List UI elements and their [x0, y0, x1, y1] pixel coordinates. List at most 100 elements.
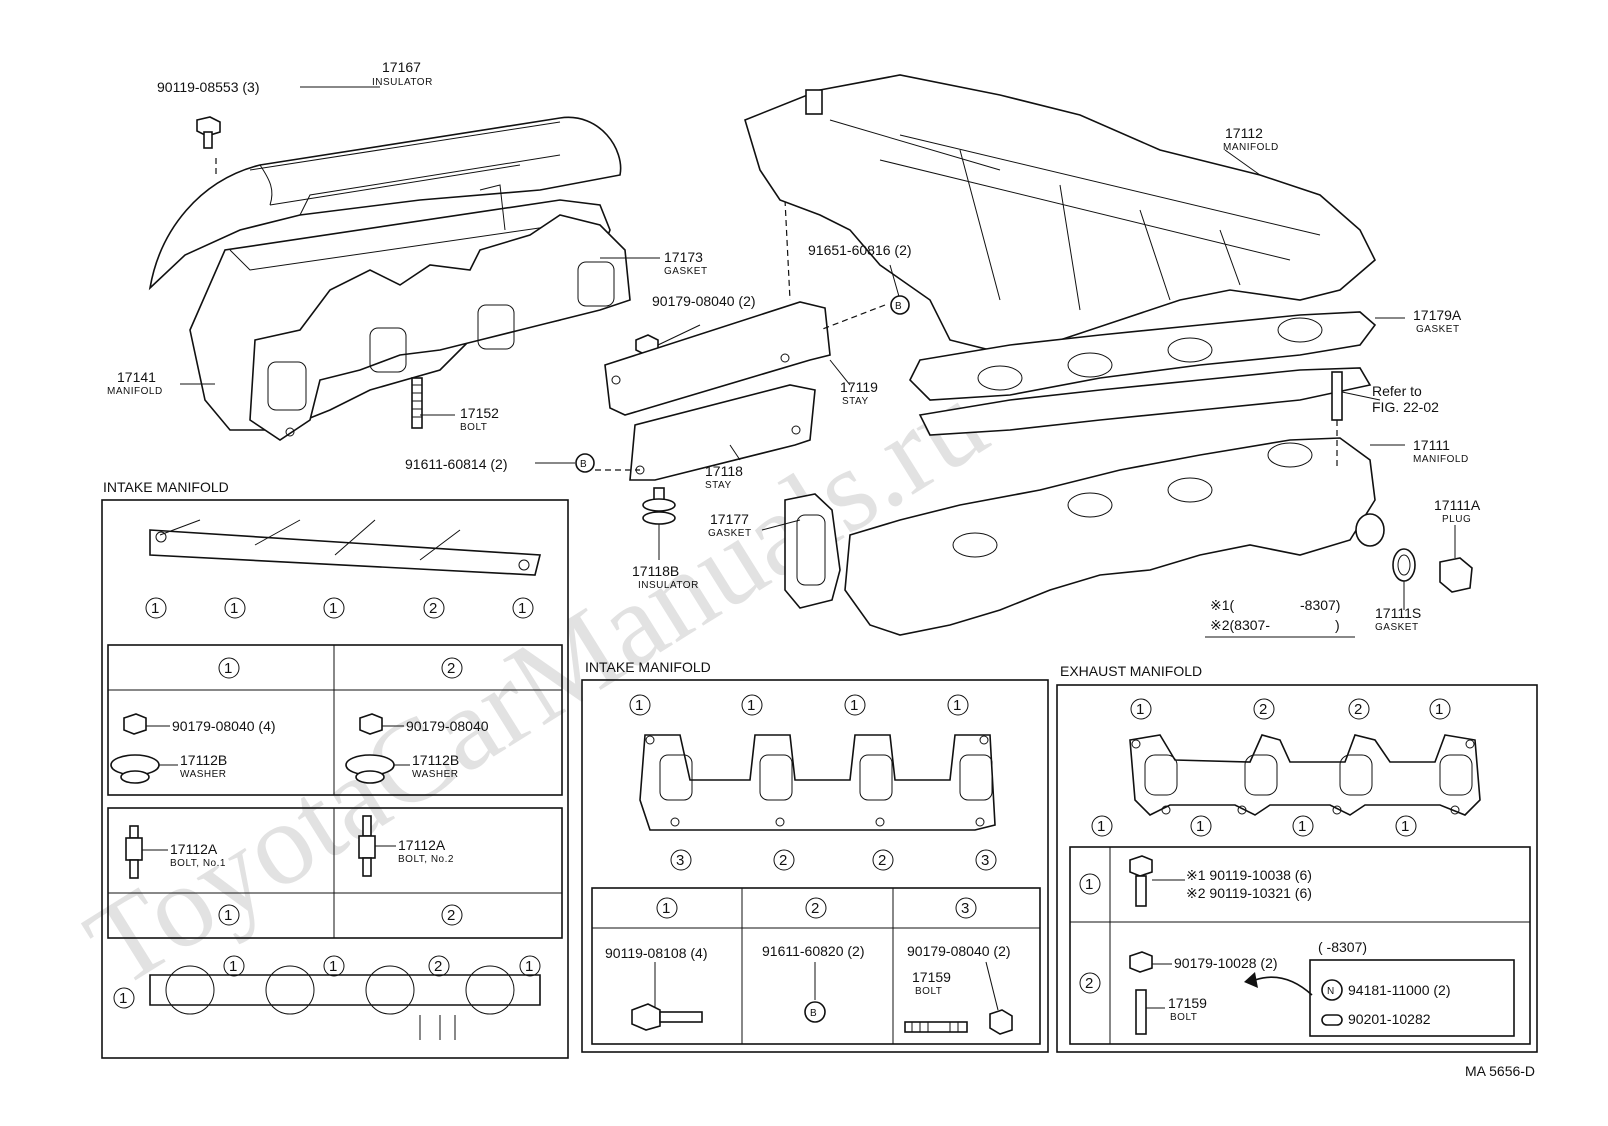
svg-text:1: 1	[1097, 818, 1105, 835]
arrow-head-icon	[1244, 972, 1258, 988]
svg-text:3: 3	[676, 852, 684, 869]
panel-mid-bottom-markers: 3 2 2 3	[670, 849, 997, 871]
panel-left-c1-stud-num: 17112A	[170, 841, 218, 857]
svg-text:1: 1	[329, 600, 337, 617]
svg-text:1: 1	[1196, 818, 1204, 835]
panel-left-c1-washer-num: 17112B	[180, 752, 227, 768]
label-91611-60814: 91611-60814 (2)	[405, 456, 507, 472]
svg-text:1: 1	[230, 600, 238, 617]
label-17173-num: 17173	[664, 249, 703, 265]
label-90119-08553: 90119-08553 (3)	[157, 79, 259, 95]
footer-code: MA 5656-D	[1465, 1063, 1535, 1079]
label-17111-num: 17111	[1413, 437, 1450, 453]
panel-left-foot-1: 1	[224, 907, 232, 924]
svg-text:1: 1	[525, 958, 533, 975]
insulator-17118b-drawing	[642, 487, 676, 525]
svg-text:2: 2	[779, 852, 787, 869]
svg-text:1: 1	[151, 600, 159, 617]
stay-17119-drawing	[604, 199, 831, 416]
panel-left-c1-washer-name: WASHER	[180, 769, 227, 780]
svg-text:1: 1	[518, 600, 526, 617]
panel-left-top-markers: 1 1 1 2 1	[145, 597, 534, 619]
circle-b-marker-upper: B	[890, 295, 910, 315]
arrow-icon	[1254, 976, 1313, 996]
panel-left-c1-stud-name: BOLT, No.1	[170, 858, 226, 869]
svg-text:1: 1	[1136, 701, 1144, 718]
panel-mid-c3-bolt-num: 17159	[912, 969, 951, 985]
label-17111a-name: PLUG	[1442, 514, 1471, 525]
panel-left-c2-stud-name: BOLT, No.2	[398, 854, 454, 865]
panel-mid-head-3: 3	[961, 900, 969, 917]
panel-mid-gasket	[639, 734, 996, 831]
label-17141-num: 17141	[117, 369, 156, 385]
panel-left-c2-bolt: 90179-08040	[406, 718, 489, 734]
panel-right-r2-nut: 90179-10028 (2)	[1174, 955, 1278, 971]
panel-left-foot-2: 2	[447, 907, 455, 924]
panel-right-r2-n-part: 94181-11000 (2)	[1348, 982, 1450, 998]
panel-right-frame	[1056, 684, 1538, 1053]
gasket-17177-drawing	[784, 493, 841, 609]
panel-left-gasket-top	[149, 519, 542, 576]
label-17111a-num: 17111A	[1434, 497, 1481, 513]
svg-text:1: 1	[747, 697, 755, 714]
label-17179a-num: 17179A	[1413, 307, 1462, 323]
label-17177-name: GASKET	[708, 528, 752, 539]
label-17118-name: STAY	[705, 480, 732, 491]
panel-mid-top-markers: 1 1 1 1	[629, 694, 969, 716]
label-17118b-num: 17118B	[632, 563, 679, 579]
svg-text:1: 1	[229, 958, 237, 975]
label-17112-num: 17112	[1225, 125, 1263, 141]
insulator-17167-drawing	[148, 116, 622, 291]
stud-17112a-no1-drawing	[125, 825, 168, 879]
svg-text:2: 2	[429, 600, 437, 617]
stud-17159-right-drawing	[1135, 989, 1165, 1035]
panel-right-row-1: 1	[1085, 876, 1093, 893]
svg-text:3: 3	[981, 852, 989, 869]
panel-mid-c3-part: 90179-08040 (2)	[907, 943, 1011, 959]
bolt-90119-08553-drawing	[196, 116, 221, 149]
panel-left-head-1: 1	[224, 660, 232, 677]
svg-text:2: 2	[1354, 701, 1362, 718]
label-17111-name: MANIFOLD	[1413, 454, 1469, 465]
svg-text:1: 1	[635, 697, 643, 714]
stud-17159-mid-drawing	[904, 1021, 968, 1033]
gasket-17173-drawing	[249, 214, 631, 441]
nut-90179-10028-drawing	[1129, 951, 1172, 973]
panel-right-subbox	[1309, 959, 1515, 1037]
bolt-90119-08108-drawing	[631, 962, 703, 1031]
panel-right-r1-b: ※2 90119-10321 (6)	[1186, 885, 1312, 901]
panel-mid-head-1: 1	[662, 900, 670, 917]
bolt-90179-08040-a-drawing	[123, 713, 170, 735]
svg-text:1: 1	[329, 958, 337, 975]
label-17167-name: INSULATOR	[372, 77, 433, 88]
svg-text:B: B	[580, 459, 587, 470]
panel-right-r1-a: ※1 90119-10038 (6)	[1186, 867, 1312, 883]
washer-17112b-a-drawing	[110, 754, 178, 784]
legend-range-1: -8307)	[1300, 597, 1340, 613]
panel-right-gasket	[1129, 734, 1481, 816]
circle-n-marker: N	[1321, 979, 1343, 1001]
label-17167-num: 17167	[382, 59, 421, 75]
svg-text:N: N	[1327, 986, 1335, 997]
washer-90201-10282-drawing	[1321, 1014, 1343, 1026]
panel-left-stud-table	[107, 807, 563, 939]
svg-text:2: 2	[1259, 701, 1267, 718]
panel-right-table	[1069, 846, 1531, 1045]
panel-right-bottom-markers: 1 1 1 1	[1091, 815, 1417, 837]
panel-left-c2-washer-num: 17112B	[412, 752, 459, 768]
svg-text:2: 2	[878, 852, 886, 869]
washer-17112b-b-drawing	[345, 754, 410, 784]
label-refer-line2: FIG. 22-02	[1372, 399, 1439, 415]
gasket-17111s-drawing	[1392, 548, 1416, 582]
label-17177-num: 17177	[710, 511, 749, 527]
panel-mid-frame	[581, 679, 1049, 1053]
panel-mid-head-2: 2	[811, 900, 819, 917]
panel-left-c2-stud-num: 17112A	[398, 837, 446, 853]
watermark-text: ToyotaCarManuals.ru	[64, 355, 1007, 1012]
nut-90179-08040-mid-drawing	[985, 961, 1013, 1035]
panel-left-c2-washer-name: WASHER	[412, 769, 459, 780]
panel-left-washer-table	[107, 644, 563, 796]
label-90179-08040: 90179-08040 (2)	[652, 293, 756, 309]
stud-17152-drawing	[411, 377, 423, 429]
panel-right-r2-w-part: 90201-10282	[1348, 1011, 1431, 1027]
